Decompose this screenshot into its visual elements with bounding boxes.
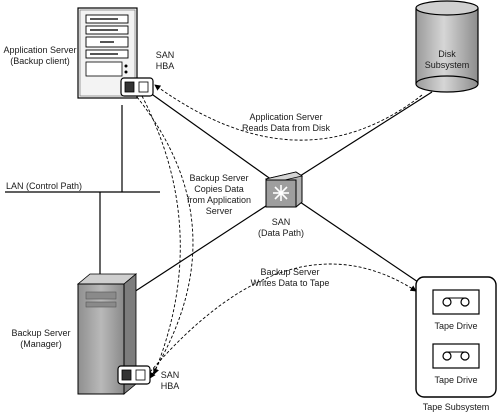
app-server-label: Application Server (Backup client) [2, 45, 78, 67]
backup-server-role: (Manager) [20, 339, 62, 349]
tape-drive-2-icon [432, 343, 480, 369]
copy-line4: Server [205, 206, 233, 216]
backup-hba-line2: HBA [160, 381, 180, 391]
write-line2: Writes Data to Tape [250, 278, 330, 288]
san-label: SAN (Data Path) [255, 217, 307, 239]
lan-label: LAN (Control Path) [6, 181, 83, 191]
backup-hba-card-icon [117, 365, 151, 385]
app-server-name: Application Server [3, 45, 77, 55]
arrow-write-to-tape [149, 263, 417, 373]
disk-subsystem-label: Disk Subsystem [420, 49, 474, 71]
copy-from-app-label: Backup Server Copies Data from Applicati… [180, 173, 258, 217]
copy-line2: Copies Data [194, 184, 244, 194]
backup-server-label: Backup Server (Manager) [3, 328, 79, 350]
disk-line2: Subsystem [424, 60, 470, 70]
san-switch-icon [265, 171, 303, 208]
copy-line3: from Application [186, 195, 252, 205]
san-line2: (Data Path) [257, 228, 305, 238]
arrow-copy-from-app-inner [141, 95, 181, 375]
read-from-disk-label: Application Server Reads Data from Disk [230, 112, 342, 134]
write-line1: Backup Server [260, 267, 320, 277]
data-flow-arrows [136, 84, 423, 379]
tape-subsystem-label: Tape Subsystem [422, 402, 490, 412]
app-hba-line2: HBA [155, 61, 175, 71]
disk-subsystem-icon [415, 0, 479, 93]
read-line2: Reads Data from Disk [241, 123, 331, 133]
backup-hba-label: SAN HBA [155, 370, 185, 392]
read-line1: Application Server [249, 112, 323, 122]
app-hba-label: SAN HBA [150, 50, 180, 72]
san-connections [133, 89, 433, 293]
lan-connections [5, 105, 160, 284]
tape-drive-2-label: Tape Drive [434, 375, 478, 385]
app-hba-card-icon [120, 77, 154, 97]
tape-drive-1-label: Tape Drive [434, 321, 478, 331]
arrow-copy-from-app [136, 96, 194, 379]
san-line1: SAN [271, 217, 291, 227]
backup-hba-line1: SAN [160, 370, 180, 380]
copy-line1: Backup Server [189, 173, 249, 183]
write-to-tape-label: Backup Server Writes Data to Tape [240, 267, 340, 289]
app-server-role: (Backup client) [10, 56, 70, 66]
tape-drive-1-icon [432, 289, 480, 315]
app-hba-line1: SAN [155, 50, 175, 60]
arrow-read-from-disk [154, 84, 423, 141]
backup-server-icon [76, 273, 138, 395]
backup-server-name: Backup Server [11, 328, 71, 338]
disk-line1: Disk [438, 49, 456, 59]
